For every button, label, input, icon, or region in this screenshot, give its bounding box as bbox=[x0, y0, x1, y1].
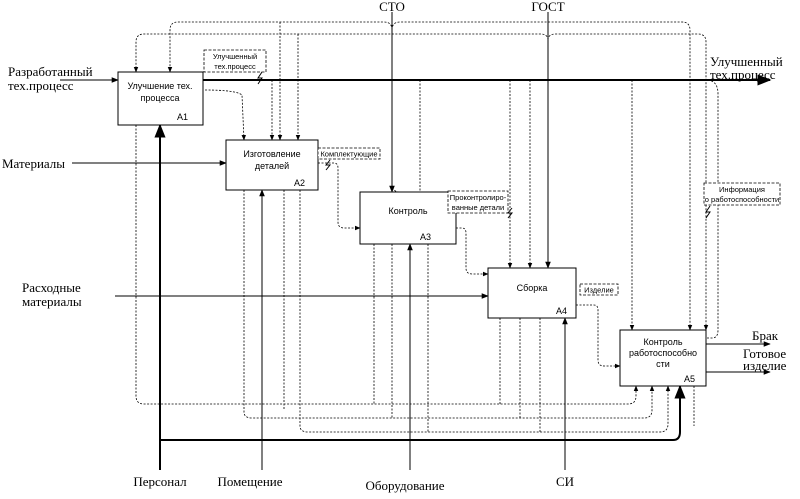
control-sto-lines bbox=[167, 12, 693, 331]
flow-checked-parts bbox=[456, 227, 489, 277]
control-sto-label: СТО bbox=[379, 0, 405, 14]
block-a1-title-2: процесса bbox=[141, 93, 180, 103]
output-reject-label: Брак bbox=[752, 328, 779, 343]
svg-text:о работоспособности: о работоспособности bbox=[705, 195, 779, 204]
block-a3-title: Контроль bbox=[388, 206, 427, 216]
block-a5-title-1: Контроль bbox=[643, 337, 682, 347]
block-a2[interactable]: Изготовление деталей A2 bbox=[225, 139, 319, 191]
svg-text:тех.процесс: тех.процесс bbox=[214, 62, 256, 71]
svg-text:Улучшенный: Улучшенный bbox=[213, 52, 257, 61]
mechanism-premises-label: Помещение bbox=[217, 474, 282, 489]
svg-text:Комплектующие: Комплектующие bbox=[320, 150, 377, 159]
block-a4[interactable]: Сборка A4 bbox=[487, 267, 577, 319]
block-a5-title-2: работоспособно bbox=[629, 348, 697, 358]
flow-components bbox=[318, 162, 361, 231]
svg-text:Информация: Информация bbox=[719, 185, 765, 194]
block-a3-code: A3 bbox=[420, 232, 431, 242]
mechanism-personnel-label: Персонал bbox=[133, 474, 187, 489]
input-materials-label: Материалы bbox=[2, 156, 65, 171]
mechanism-equipment-label: Оборудование bbox=[365, 478, 444, 493]
flow-info-feedback bbox=[705, 79, 719, 339]
control-gost-label: ГОСТ bbox=[531, 0, 564, 14]
squiggle-3 bbox=[506, 207, 514, 219]
block-a1[interactable]: Улучшение тех. процесса A1 bbox=[117, 71, 204, 126]
squiggle-2 bbox=[324, 159, 332, 171]
label-product: Изделие bbox=[579, 283, 619, 296]
control-gost-lines bbox=[133, 12, 709, 331]
block-a4-code: A4 bbox=[556, 306, 567, 316]
block-a5-title-3: сти bbox=[656, 359, 670, 369]
block-a4-title: Сборка bbox=[517, 283, 548, 293]
block-a2-title-2: деталей bbox=[255, 161, 289, 171]
output-improved-label-1: Улучшенный bbox=[710, 54, 783, 69]
input-tech-process-label-2: тех.процесс bbox=[8, 78, 74, 93]
block-a5-code: A5 bbox=[684, 374, 695, 384]
block-a3[interactable]: Контроль A3 bbox=[359, 191, 457, 245]
flow-product bbox=[576, 304, 621, 369]
block-a2-title-1: Изготовление bbox=[243, 149, 300, 159]
label-info: Информация о работоспособности bbox=[703, 182, 781, 206]
block-a2-code: A2 bbox=[294, 178, 305, 188]
mechanism-lines bbox=[135, 123, 695, 470]
label-improved-process: Улучшенный тех.процесс bbox=[203, 49, 267, 73]
output-improved-label-2: тех.процесс bbox=[710, 67, 776, 82]
block-a1-title-1: Улучшение тех. bbox=[127, 81, 192, 91]
output-finished-label-1: Готовое bbox=[743, 346, 786, 361]
block-a5[interactable]: Контроль работоспособно сти A5 bbox=[619, 329, 707, 387]
squiggle-1 bbox=[257, 71, 263, 85]
squiggle-4 bbox=[705, 205, 711, 219]
svg-text:Проконтролиро-: Проконтролиро- bbox=[450, 193, 507, 202]
mechanism-si-label: СИ bbox=[556, 474, 574, 489]
block-a1-code: A1 bbox=[177, 112, 188, 122]
label-components: Комплектующие bbox=[317, 147, 381, 160]
input-consumables-label-2: материалы bbox=[22, 294, 82, 309]
svg-text:Изделие: Изделие bbox=[584, 286, 614, 295]
output-finished-label-2: изделие bbox=[743, 358, 787, 373]
label-checked-parts: Проконтролиро- ванные детали bbox=[447, 190, 509, 214]
svg-text:ванные детали: ванные детали bbox=[452, 203, 504, 212]
input-consumables-label-1: Расходные bbox=[22, 280, 81, 295]
input-tech-process-label-1: Разработанный bbox=[8, 64, 93, 79]
